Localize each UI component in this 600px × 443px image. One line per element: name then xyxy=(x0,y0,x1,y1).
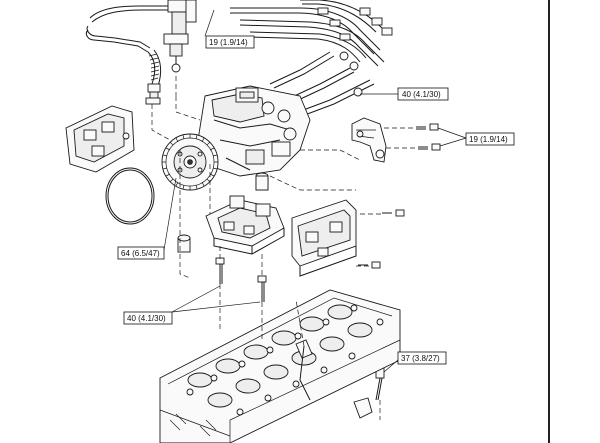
gasket-ring-icon xyxy=(105,167,155,225)
bracket-upper-right xyxy=(351,117,387,163)
callout-left-bolts: 40 (4.1/30) xyxy=(123,311,173,325)
pump-cover xyxy=(65,105,135,173)
bolt-lower-1 xyxy=(215,257,225,284)
bolt-mid-2 xyxy=(358,261,381,269)
injector xyxy=(163,0,197,96)
callout-left-gear: 64 (6.5/47) xyxy=(117,246,165,260)
callout-right-bracket: 19 (1.9/14) xyxy=(465,132,515,146)
head-bolts xyxy=(186,304,384,416)
bolt-lower-right xyxy=(353,367,385,419)
gear-icon xyxy=(161,133,219,191)
fuel-lines xyxy=(85,0,393,117)
injection-pump xyxy=(197,85,311,191)
callout-top: 19 (1.9/14) xyxy=(205,35,255,49)
callout-right-upper: 40 (4.1/30) xyxy=(397,87,449,101)
valve-ports xyxy=(187,304,373,408)
bolt-upper-right-1 xyxy=(416,123,439,131)
callout-bottom-right-text: 37 (3.8/27) xyxy=(401,354,440,363)
callout-right-upper-text: 40 (4.1/30) xyxy=(402,90,441,99)
bolt-lower-2 xyxy=(257,275,267,302)
callout-left-bolts-text: 40 (4.1/30) xyxy=(127,314,166,323)
callout-right-bracket-text: 19 (1.9/14) xyxy=(469,135,508,144)
callout-left-gear-text: 64 (6.5/47) xyxy=(121,249,160,258)
support-plate xyxy=(291,199,357,277)
bolt-mid-1 xyxy=(382,209,405,217)
bolt-upper-right-2 xyxy=(418,143,441,151)
pump-bracket xyxy=(205,195,285,255)
spacers xyxy=(177,175,269,253)
leader-lines xyxy=(151,9,467,420)
callout-bottom-right: 37 (3.8/27) xyxy=(397,351,447,365)
callout-top-text: 19 (1.9/14) xyxy=(209,38,248,47)
cylinder-head-icon xyxy=(159,289,401,443)
bolt-icon xyxy=(215,123,441,419)
